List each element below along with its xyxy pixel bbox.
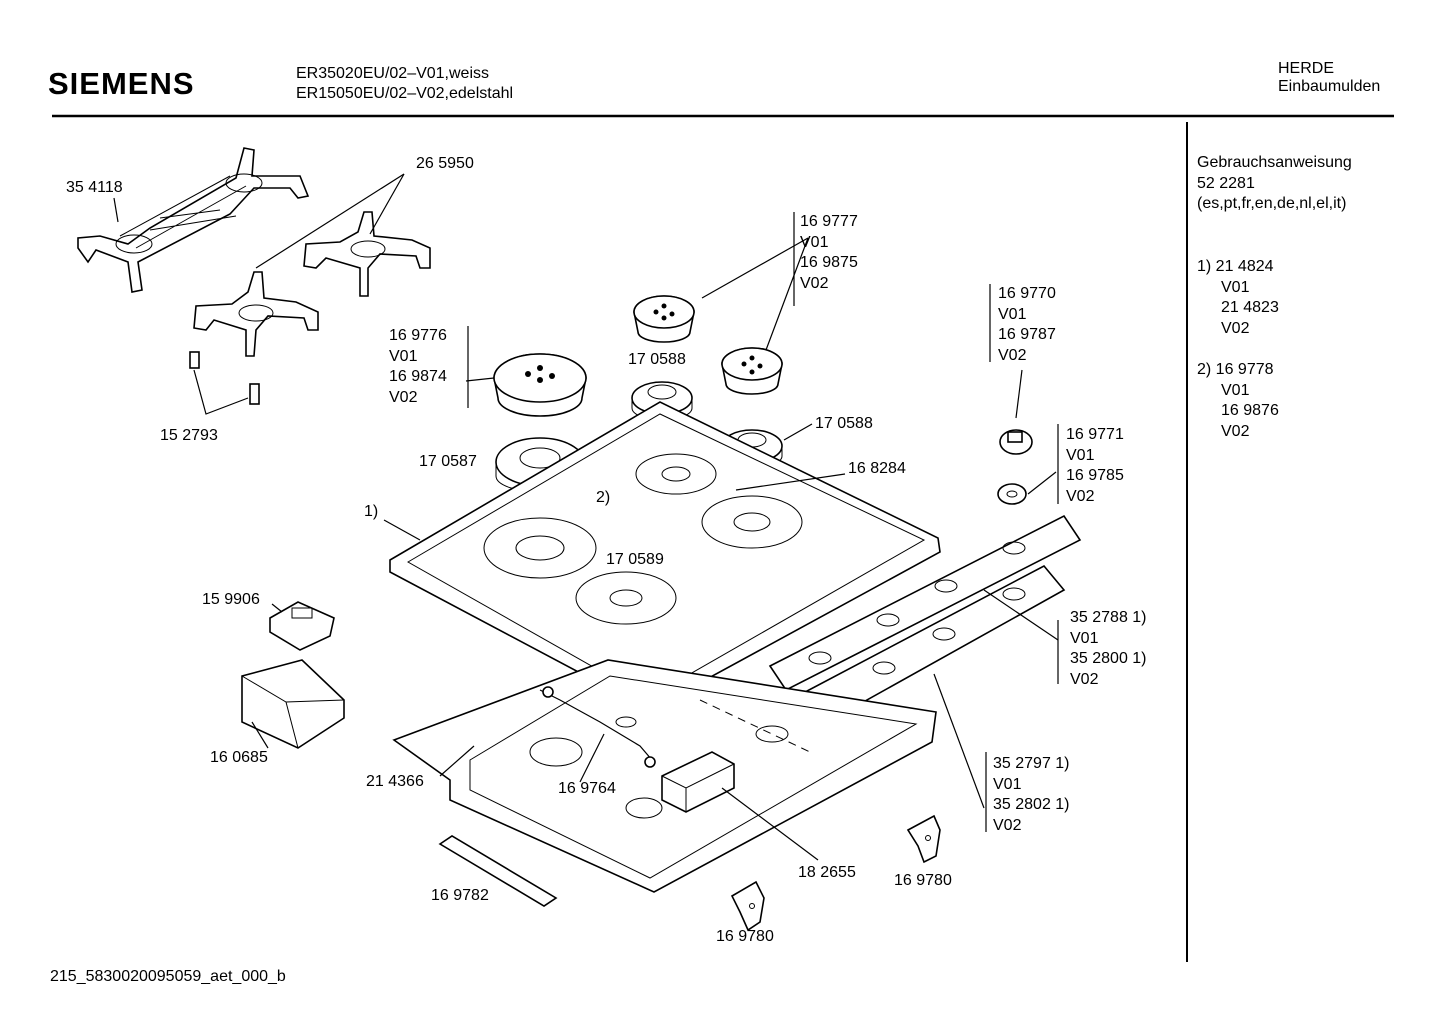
burner-cap-large	[493, 353, 587, 417]
ignition-cable	[539, 686, 656, 768]
note-2-line1: 2) 16 9778	[1197, 361, 1274, 378]
mounting-bracket-a	[730, 880, 765, 932]
pan-support-single-a	[193, 271, 319, 357]
label-352797-line1: 35 2797 1)	[993, 755, 1070, 772]
label-note-1: 1)	[364, 503, 379, 520]
label-160685: 16 0685	[210, 749, 268, 766]
label-159906: 15 9906	[202, 591, 260, 608]
label-169776-line2: V01	[389, 347, 418, 365]
label-169777: 16 9777 V01 16 9875 V02	[800, 212, 858, 294]
label-170589: 17 0589	[606, 551, 664, 568]
sidebar-note-2: 2) 16 9778 V01 16 9876 V02	[1197, 360, 1279, 442]
label-352788-line1: 35 2788 1)	[1070, 609, 1147, 626]
label-169770-line3: 16 9787	[998, 326, 1056, 343]
switch-159906	[269, 601, 335, 651]
note-1-line2: V01	[1221, 278, 1250, 296]
trim-strip	[438, 835, 558, 907]
leader-lines	[113, 173, 1059, 861]
sidebar-manual: Gebrauchsanweisung 52 2281 (es,pt,fr,en,…	[1197, 153, 1352, 215]
label-169771: 16 9771 V01 16 9785 V02	[1066, 425, 1124, 507]
label-352797-line2: V01	[993, 775, 1022, 793]
pan-support-double	[77, 147, 310, 293]
label-170588-top: 17 0588	[628, 351, 686, 368]
label-169771-line2: V01	[1066, 446, 1095, 464]
label-169780-right: 16 9780	[894, 872, 952, 889]
label-168284: 16 8284	[848, 460, 906, 477]
sidebar-note-1: 1) 21 4824 V01 21 4823 V02	[1197, 257, 1279, 339]
label-169776: 16 9776 V01 16 9874 V02	[389, 326, 447, 408]
label-169777-line2: V01	[800, 233, 829, 251]
burner-cap-medium-b	[721, 347, 783, 395]
label-169777-line1: 16 9777	[800, 213, 858, 230]
small-clips	[189, 351, 260, 415]
manual-title: Gebrauchsanweisung	[1197, 154, 1352, 171]
manual-number: 52 2281	[1197, 174, 1255, 192]
label-169776-line3: 16 9874	[389, 368, 447, 385]
label-169777-line3: 16 9875	[800, 254, 858, 271]
control-panel-upper	[768, 514, 1082, 692]
label-352797-line3: 35 2802 1)	[993, 796, 1070, 813]
label-note-2: 2)	[596, 489, 611, 506]
note-1-line4: V02	[1221, 319, 1250, 337]
manual-languages: (es,pt,fr,en,de,nl,el,it)	[1197, 195, 1347, 212]
label-170588-right: 17 0588	[815, 415, 873, 432]
label-352788-line2: V01	[1070, 629, 1099, 647]
knob-ring	[997, 483, 1027, 505]
label-354118: 35 4118	[66, 179, 123, 196]
label-169764: 16 9764	[558, 780, 616, 797]
note-1-line1: 1) 21 4824	[1197, 258, 1274, 275]
label-169771-line3: 16 9785	[1066, 467, 1124, 484]
hob-top-plate	[389, 401, 941, 711]
label-169777-line4: V02	[800, 274, 829, 292]
model-line-2: ER15050EU/02–V02,edelstahl	[296, 85, 514, 102]
label-169770-line2: V01	[998, 305, 1027, 323]
label-182655: 18 2655	[798, 864, 856, 881]
note-2-line2: V01	[1221, 381, 1250, 399]
ignition-module	[661, 751, 735, 813]
cover-160685	[241, 659, 345, 749]
document-code: 215_5830020095059_aet_000_b	[50, 968, 286, 985]
label-352788: 35 2788 1) V01 35 2800 1) V02	[1070, 608, 1147, 690]
mounting-bracket-b	[906, 814, 941, 864]
label-169782: 16 9782	[431, 887, 489, 904]
note-2-line4: V02	[1221, 422, 1250, 440]
label-170587: 17 0587	[419, 453, 477, 470]
label-152793: 15 2793	[160, 427, 218, 444]
label-169770: 16 9770 V01 16 9787 V02	[998, 284, 1056, 366]
label-352797-line4: V02	[993, 816, 1022, 834]
brand-logo: SIEMENS	[48, 66, 195, 101]
pan-support-single-b	[303, 211, 431, 297]
burner-cap-medium-a	[633, 295, 695, 343]
label-169771-line4: V02	[1066, 487, 1095, 505]
label-214366: 21 4366	[366, 773, 424, 790]
label-265950: 26 5950	[416, 155, 474, 172]
label-169776-line1: 16 9776	[389, 327, 447, 344]
subcategory-label: Einbaumulden	[1278, 78, 1381, 95]
label-169776-line4: V02	[389, 388, 418, 406]
label-169770-line1: 16 9770	[998, 285, 1056, 302]
note-2-line3: 16 9876	[1221, 402, 1279, 419]
model-line-1: ER35020EU/02–V01,weiss	[296, 65, 490, 82]
label-169780-bottom: 16 9780	[716, 928, 774, 945]
label-169771-line1: 16 9771	[1066, 426, 1124, 443]
control-knob	[999, 429, 1033, 455]
label-169770-line4: V02	[998, 346, 1027, 364]
note-1-line3: 21 4823	[1221, 299, 1279, 316]
label-352788-line4: V02	[1070, 670, 1099, 688]
label-352797: 35 2797 1) V01 35 2802 1) V02	[993, 754, 1070, 836]
category-label: HERDE	[1278, 60, 1335, 77]
label-352788-line3: 35 2800 1)	[1070, 650, 1147, 667]
